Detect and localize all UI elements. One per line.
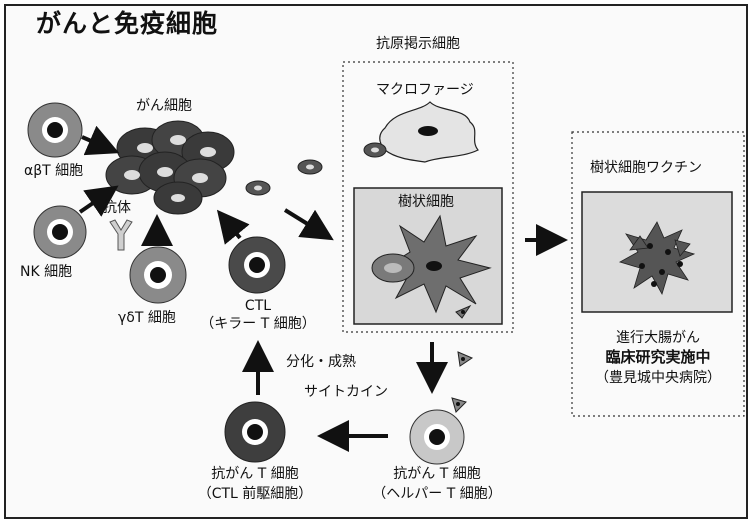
trial-line2: 臨床研究実施中: [605, 348, 711, 366]
antigen-markers: [451, 351, 474, 413]
attack-arrows: [78, 125, 250, 246]
diagram-title: がんと免疫細胞: [36, 9, 219, 38]
dendritic-cell-shape: [371, 214, 492, 319]
trial-line3: （豊見城中央病院）: [595, 370, 721, 386]
gd-t-cell: [129, 246, 187, 304]
vaccine-nuclei: [639, 243, 683, 287]
ab-t-label: αβT 細胞: [24, 163, 84, 179]
antibody-label: 抗体: [103, 200, 131, 216]
dendritic-label: 樹状細胞: [398, 194, 454, 210]
precursor-label-line1: 抗がん T 細胞: [211, 466, 299, 482]
ctl-cell: [228, 236, 286, 294]
apc-box: [342, 61, 514, 333]
arrow-to-apc: [283, 208, 334, 241]
cancer-cell-cluster: [105, 120, 235, 215]
ctl-label-line1: CTL: [244, 298, 272, 314]
helper-label-line1: 抗がん T 細胞: [393, 466, 481, 482]
cancer-fragments: [245, 159, 323, 196]
ab-t-cell: [27, 102, 83, 158]
vaccine-box: [571, 131, 745, 417]
precursor-t-cell: [224, 401, 286, 463]
cytokine-label: サイトカイン: [304, 384, 388, 400]
trial-line1: 進行大腸がん: [616, 330, 700, 346]
cancer-cells-label: がん細胞: [136, 98, 192, 114]
precursor-label-line2: （CTL 前駆細胞）: [197, 486, 313, 502]
nk-label: NK 細胞: [20, 264, 73, 280]
gd-t-label: γδT 細胞: [118, 310, 176, 326]
apc-box-label: 抗原掲示細胞: [376, 36, 460, 52]
helper-label-line2: （ヘルパー T 細胞）: [372, 486, 502, 502]
vaccine-label: 樹状細胞ワクチン: [590, 160, 702, 176]
helper-t-cell: [409, 409, 465, 465]
macrophage-shape: [363, 101, 479, 163]
ctl-label-line2: （キラー T 細胞）: [200, 316, 316, 332]
vaccine-cluster: [618, 221, 696, 296]
differentiation-label: 分化・成熟: [286, 354, 356, 370]
macrophage-label: マクロファージ: [376, 82, 474, 98]
nk-cell: [33, 205, 87, 259]
antibody-icon: [109, 219, 133, 251]
